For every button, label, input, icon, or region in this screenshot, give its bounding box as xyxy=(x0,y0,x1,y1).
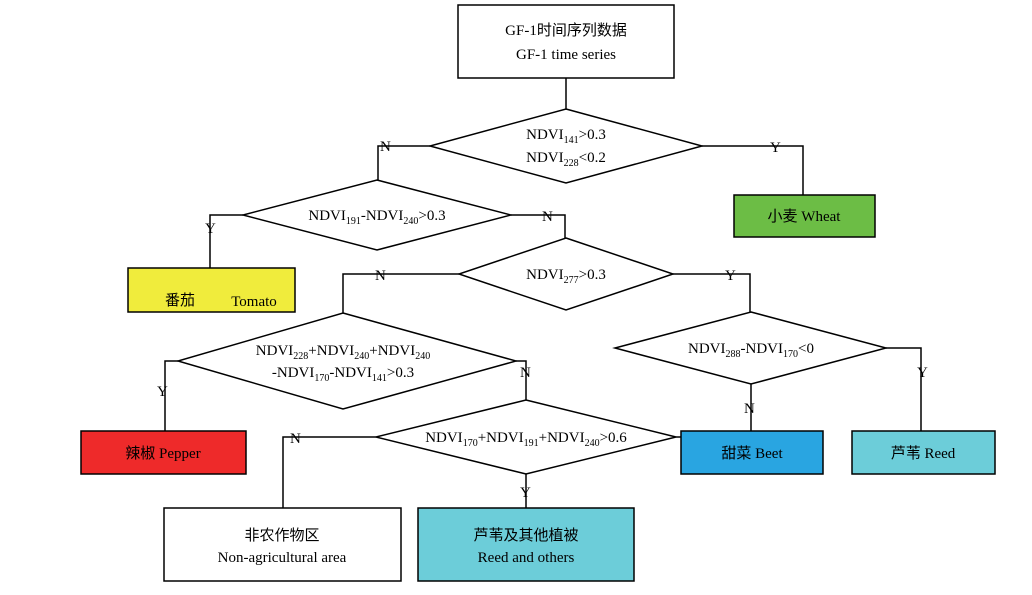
connector-d3-yes xyxy=(673,273,751,313)
decision-d5: NDVI288-NDVI170<0 xyxy=(612,311,889,385)
decision-d1-line2: NDVI228<0.2 xyxy=(526,150,606,169)
branch-d5-yes-label: Y xyxy=(917,365,928,381)
connector-d4-no xyxy=(516,360,527,400)
decision-d2: NDVI191-NDVI240>0.3 xyxy=(240,179,514,251)
decision-d6-shape xyxy=(375,399,677,475)
node-reed: 芦苇 Reed xyxy=(851,430,996,475)
node-beet-label: 甜菜 Beet xyxy=(721,445,783,462)
branch-d6-no-label: N xyxy=(290,431,301,447)
branch-d3-no-label: N xyxy=(375,268,386,284)
node-start-box xyxy=(457,4,675,79)
node-pepper: 辣椒 Pepper xyxy=(80,430,247,475)
node-reed-label: 芦苇 Reed xyxy=(891,445,956,462)
decision-d4: NDVI228+NDVI240+NDVI240 -NDVI170-NDVI141… xyxy=(175,312,519,410)
connectors xyxy=(164,78,922,508)
decision-d3-shape xyxy=(456,237,676,311)
node-non-agricultural: 非农作物区 Non-agricultural area xyxy=(163,507,402,582)
connector-d3-no xyxy=(342,273,459,313)
node-wheat-box xyxy=(733,194,876,238)
decision-d5-shape xyxy=(612,311,889,385)
node-beet-box xyxy=(680,430,824,475)
node-reed-and-others-line1: 芦苇及其他植被 xyxy=(473,527,578,544)
decision-d6: NDVI170+NDVI191+NDVI240>0.6 xyxy=(375,399,677,475)
node-wheat: 小麦 Wheat xyxy=(733,194,876,238)
connector-d5-yes xyxy=(886,347,922,431)
decision-d1-line1: NDVI141>0.3 xyxy=(526,127,606,146)
decision-d2-shape xyxy=(240,179,514,251)
connector-d4-yes xyxy=(164,360,178,431)
branch-d3-yes-label: Y xyxy=(725,268,736,284)
branch-d6-yes-label: Y xyxy=(520,485,531,501)
branch-d1-yes-label: Y xyxy=(770,140,781,156)
decision-d4-line2: -NDVI170-NDVI141>0.3 xyxy=(272,365,414,384)
connector-d2-no xyxy=(511,214,566,238)
node-reed-box xyxy=(851,430,996,475)
branch-d1-no-label: N xyxy=(380,139,391,155)
decision-d4-shape xyxy=(175,312,519,410)
node-beet: 甜菜 Beet xyxy=(680,430,824,475)
branch-d5-no-label: N xyxy=(744,401,755,417)
decision-d3: NDVI277>0.3 xyxy=(456,237,676,311)
decision-d3-text: NDVI277>0.3 xyxy=(526,267,606,286)
node-tomato-en: Tomato xyxy=(231,294,277,310)
connector-d1-no xyxy=(377,145,430,180)
decision-d1-shape xyxy=(427,108,705,184)
node-start-line2: GF-1 time series xyxy=(516,47,616,63)
decision-d5-text: NDVI288-NDVI170<0 xyxy=(688,341,814,360)
connector-d1-yes xyxy=(702,145,804,195)
node-pepper-box xyxy=(80,430,247,475)
node-tomato-zh: 番茄 xyxy=(165,292,195,309)
decision-d1: NDVI141>0.3 NDVI228<0.2 xyxy=(427,108,705,184)
node-wheat-label: 小麦 Wheat xyxy=(768,208,842,225)
node-tomato-box xyxy=(127,267,296,313)
node-pepper-label: 辣椒 Pepper xyxy=(125,445,200,462)
node-reed-and-others: 芦苇及其他植被 Reed and others xyxy=(417,507,635,582)
node-reed-and-others-line2: Reed and others xyxy=(478,550,575,566)
branch-d4-no-label: N xyxy=(520,365,531,381)
branch-d2-no-label: N xyxy=(542,209,553,225)
branch-d2-yes-label: Y xyxy=(205,221,216,237)
node-non-agricultural-box xyxy=(163,507,402,582)
decision-d6-text: NDVI170+NDVI191+NDVI240>0.6 xyxy=(425,430,627,449)
connector-d2-yes xyxy=(209,214,243,268)
node-tomato: 番茄 Tomato xyxy=(127,267,296,313)
decision-d2-text: NDVI191-NDVI240>0.3 xyxy=(308,208,445,227)
decision-d4-line1: NDVI228+NDVI240+NDVI240 xyxy=(256,343,430,362)
connector-d6-no xyxy=(282,436,376,508)
node-start: GF-1时间序列数据 GF-1 time series xyxy=(457,4,675,79)
node-start-line1: GF-1时间序列数据 xyxy=(505,22,627,39)
node-non-agricultural-line2: Non-agricultural area xyxy=(218,550,347,566)
node-reed-and-others-box xyxy=(417,507,635,582)
branch-d4-yes-label: Y xyxy=(157,384,168,400)
node-non-agricultural-line1: 非农作物区 xyxy=(244,527,319,544)
branch-labels: N Y Y N N Y Y N Y N N Y xyxy=(157,139,928,501)
